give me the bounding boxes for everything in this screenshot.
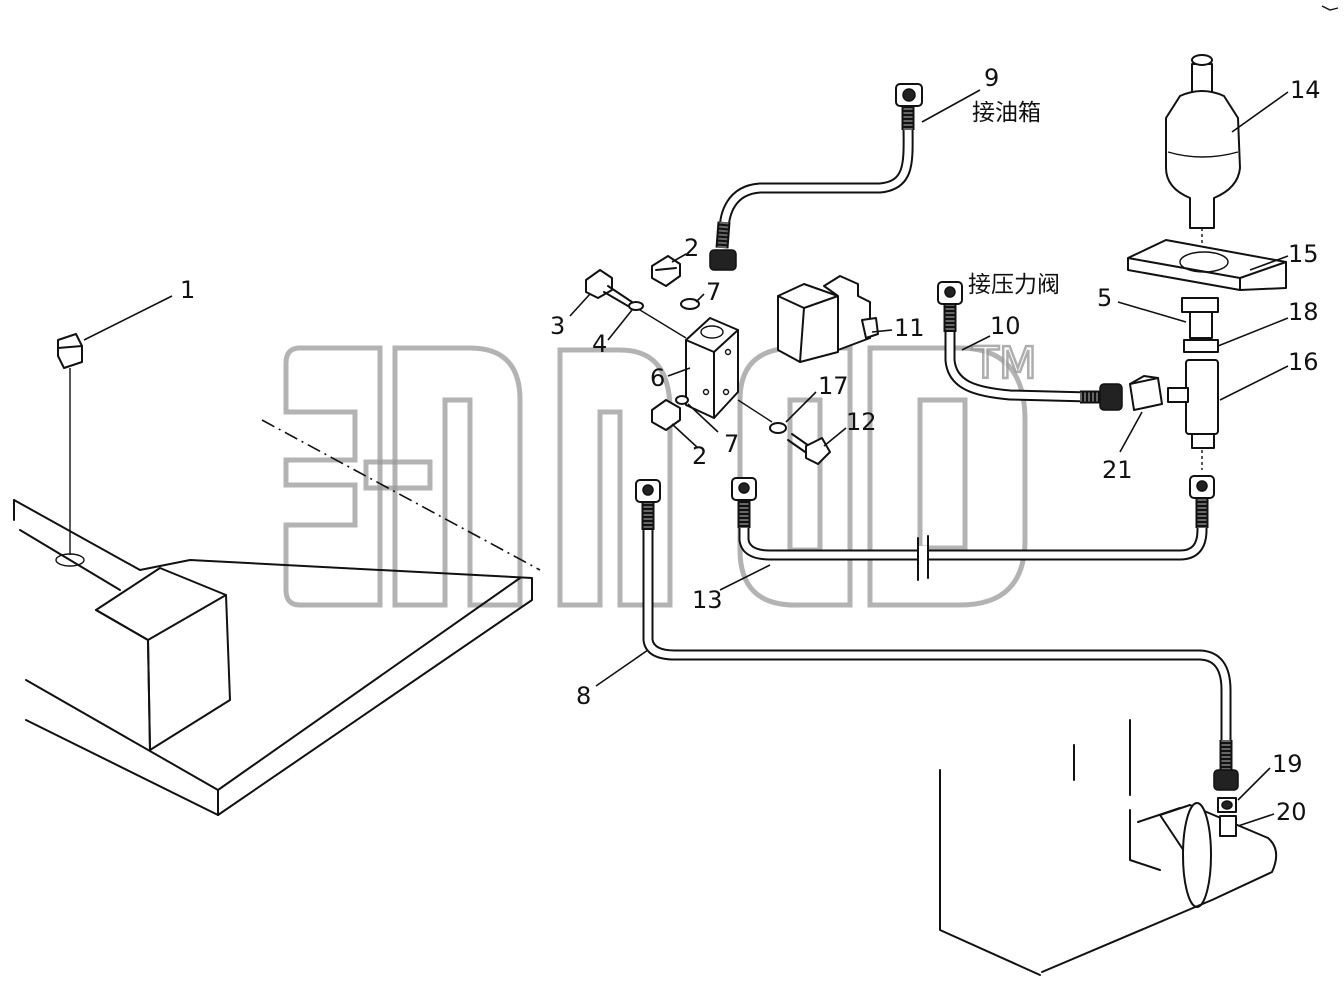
callout-2-lower: 2 [692, 442, 707, 470]
fitting-2-lower [651, 395, 689, 431]
callout-3: 3 [550, 312, 565, 340]
callout-7-upper: 7 [706, 278, 721, 306]
washer-4 [628, 301, 687, 339]
corner-mark [1321, 5, 1339, 11]
fitting-19 [1217, 797, 1237, 813]
callout-14: 14 [1290, 76, 1321, 104]
callout-4: 4 [592, 330, 607, 358]
bolt-12 [787, 433, 831, 465]
adapter-21 [1129, 375, 1163, 411]
fitting-2-upper [651, 255, 681, 287]
callout-7-lower: 7 [724, 430, 739, 458]
bolt-3 [585, 269, 633, 307]
callout-9: 9 [984, 64, 999, 92]
callout-1: 1 [180, 276, 195, 304]
callout-6: 6 [650, 364, 665, 392]
callout-15: 15 [1288, 240, 1319, 268]
callout-18: 18 [1288, 298, 1319, 326]
solenoid-valve [777, 275, 879, 363]
washer-7-upper [680, 298, 700, 310]
watermark-logo: TM [283, 337, 1038, 608]
callout-13: 13 [692, 586, 723, 614]
callout-labels: 1 2 2 3 4 5 6 7 7 8 9 10 11 12 13 14 15 … [180, 64, 1321, 826]
ring-18 [1183, 339, 1219, 353]
frame-assembly [13, 419, 541, 816]
callout-17: 17 [818, 372, 849, 400]
callout-10: 10 [990, 312, 1021, 340]
callout-21: 21 [1102, 456, 1133, 484]
tee-16 [1167, 359, 1219, 470]
valve-block [685, 317, 739, 419]
callout-5: 5 [1097, 284, 1112, 312]
callout-12: 12 [846, 408, 877, 436]
washer-7-lower [675, 395, 689, 405]
callout-2-upper: 2 [684, 234, 699, 262]
hose-8 [635, 479, 1239, 791]
accumulator [1165, 54, 1241, 262]
note-to-pressure-valve: 接压力阀 [968, 272, 1060, 298]
callout-16: 16 [1288, 348, 1319, 376]
fitting-5 [1181, 297, 1219, 339]
note-to-tank: 接油箱 [972, 100, 1041, 126]
washer-17 [737, 399, 787, 434]
callout-20: 20 [1276, 798, 1307, 826]
leader-lines [83, 89, 1289, 827]
pump-housing [939, 719, 1278, 976]
callout-19: 19 [1272, 750, 1303, 778]
hose-9 [709, 83, 923, 271]
callout-8: 8 [576, 682, 591, 710]
plate-15 [1127, 239, 1287, 291]
hose-10 [937, 281, 1123, 411]
trademark-text: TM [971, 338, 1037, 389]
callout-11: 11 [894, 314, 925, 342]
hose-9-fitting-bottom [709, 249, 737, 271]
breather-cap [57, 333, 83, 555]
fitting-20 [1219, 815, 1237, 837]
hose-13 [731, 475, 1215, 581]
